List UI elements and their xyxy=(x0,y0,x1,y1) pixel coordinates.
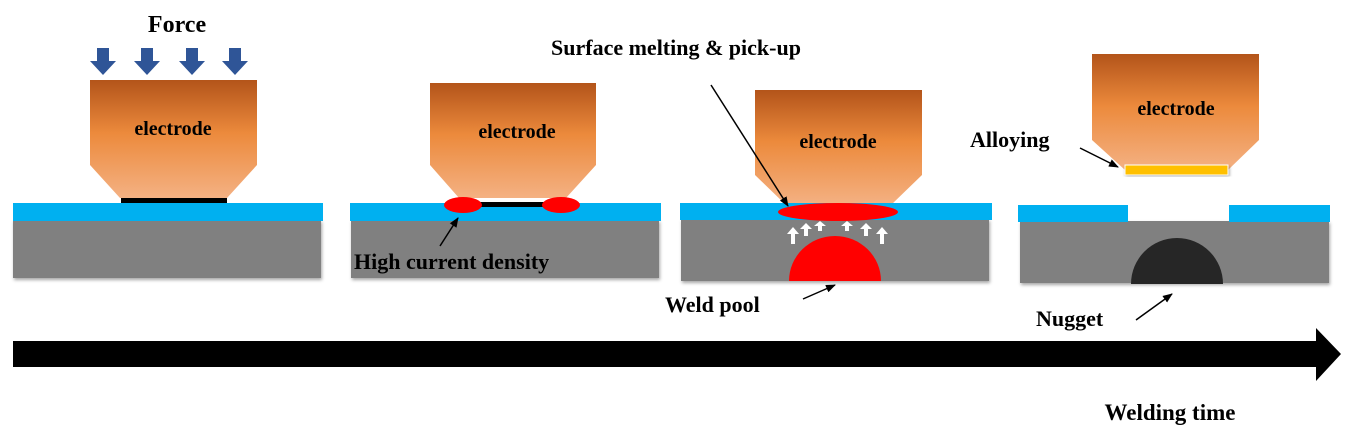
electrode xyxy=(755,90,922,205)
coating-layer-right xyxy=(1229,205,1330,222)
up-arrow-icon xyxy=(814,221,826,231)
hot-spot-left xyxy=(444,197,482,213)
weld-pool xyxy=(789,236,881,281)
coating-layer xyxy=(350,203,661,221)
stage-4-nugget: electrode Alloying Nugget xyxy=(970,54,1330,331)
force-arrows xyxy=(90,48,248,75)
substrate xyxy=(351,220,659,278)
force-arrow-icon xyxy=(222,48,248,75)
electrode xyxy=(1092,54,1259,170)
surface-melt-zone xyxy=(778,203,898,221)
electrode xyxy=(90,80,257,198)
alloying-label: Alloying xyxy=(970,127,1049,152)
contact-interface xyxy=(470,202,550,207)
stage-1-contact: Force electrode xyxy=(13,12,323,278)
up-arrow-icon xyxy=(800,223,812,236)
force-arrow-icon xyxy=(134,48,160,75)
hot-spot-right xyxy=(542,197,580,213)
electrode-label: electrode xyxy=(478,121,555,143)
annotation-arrow xyxy=(710,84,789,207)
stage-2-high-current: electrode High current density xyxy=(350,83,661,278)
surface-melting-label: Surface melting & pick-up xyxy=(551,35,801,60)
heat-flow-arrows xyxy=(787,221,888,244)
nugget-label: Nugget xyxy=(1036,306,1104,331)
annotation-arrow xyxy=(439,217,459,247)
annotation-arrow xyxy=(1079,147,1119,168)
electrode-label: electrode xyxy=(1137,98,1214,120)
annotation-arrow xyxy=(1135,293,1173,321)
force-arrow-icon xyxy=(90,48,116,75)
annotation-arrow xyxy=(802,284,836,300)
force-arrow-icon xyxy=(179,48,205,75)
time-axis-arrow xyxy=(13,328,1341,381)
force-label: Force xyxy=(148,12,207,38)
substrate xyxy=(13,220,321,278)
up-arrow-icon xyxy=(841,221,853,231)
electrode-label: electrode xyxy=(134,118,211,140)
electrode xyxy=(430,83,596,198)
coating-layer xyxy=(13,203,323,221)
stage-3-weld-pool: Surface melting & pick-up electrode Weld… xyxy=(551,35,992,317)
up-arrow-icon xyxy=(876,227,888,244)
weld-pool-label: Weld pool xyxy=(665,292,760,317)
high-current-density-label: High current density xyxy=(354,249,549,274)
alloy-layer xyxy=(1124,164,1229,176)
nugget xyxy=(1131,238,1223,284)
coating-layer-left xyxy=(1018,205,1128,222)
up-arrow-icon xyxy=(787,227,799,244)
up-arrow-icon xyxy=(860,223,872,236)
welding-time-label: Welding time xyxy=(1105,400,1236,425)
contact-interface xyxy=(121,198,227,203)
electrode-label: electrode xyxy=(799,131,876,153)
